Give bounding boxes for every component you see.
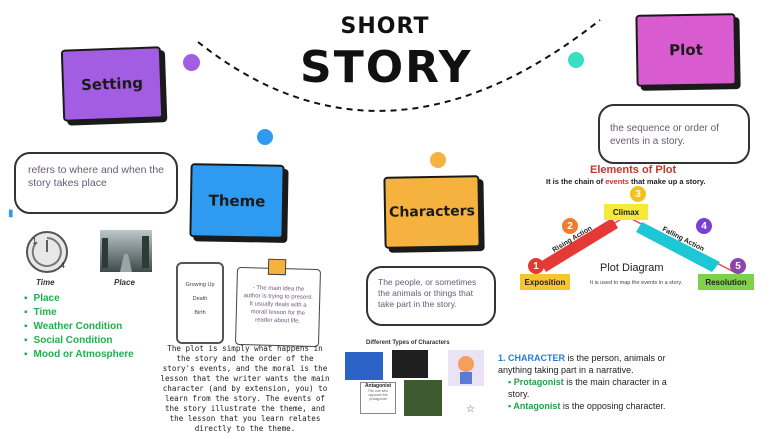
list-item: Mood or Atmosphere [24,348,134,362]
decor-dot-blue [257,129,273,145]
antagonist-card: Antagonist The one who opposes the prota… [360,382,396,414]
svg-text:4: 4 [60,261,65,270]
character-image-1 [345,352,383,380]
star-icon: ☆ [466,404,475,415]
character-image-2 [392,350,428,378]
stage-number-4: 4 [696,218,712,234]
character-image-3 [448,350,484,386]
list-item: Time [24,306,134,320]
phone-item: Birth [194,310,206,316]
decor-dot-teal [568,52,584,68]
protagonist-term: Protagonist [513,377,564,387]
characters-description: 1. CHARACTER is the person, animals or a… [498,353,667,411]
stage-number-2: 2 [562,218,578,234]
character-text: is the person, animals or anything takin… [498,353,666,375]
place-image [100,230,152,272]
antagonist-term: Antagonist [513,401,561,411]
cartoon-character-icon [458,356,474,384]
decor-dot-orange [430,152,446,168]
forest-road-icon [102,236,149,272]
svg-text:1: 1 [32,237,37,246]
characters-definition: The people, or sometimes the animals or … [378,277,477,309]
clock-icon: 4 1 [26,231,68,273]
title-short: SHORT [340,14,430,39]
list-item: Social Condition [24,334,134,348]
title-story: STORY [300,42,473,93]
clock-image: 4 1 [22,230,72,274]
character-term: 1. CHARACTER [498,353,566,363]
place-caption: Place [114,278,135,287]
climax-box: Climax [604,204,648,220]
setting-bullet-list: Place Time Weather Condition Social Cond… [24,292,134,362]
elements-of-plot-title: Elements of Plot [590,164,677,176]
characters-definition-bubble: The people, or sometimes the animals or … [366,266,496,326]
stage-number-5: 5 [730,258,746,274]
stage-number-1: 1 [528,258,544,274]
list-item: Place [24,292,134,306]
character-types-title: Different Types of Characters [366,340,450,346]
plot-definition: the sequence or order of events in a sto… [610,123,719,147]
plot-diagram-title: Plot Diagram [600,262,664,274]
stage-number-3: 3 [630,186,646,202]
exposition-box: Exposition [520,274,570,290]
setting-definition: refers to where and when the story takes… [28,164,164,189]
plot-diagram-subtitle: It is used to map the events in a story. [590,280,683,286]
antagonist-card-text: The one who opposes the protagonist [367,389,389,401]
theme-paragraph: The plot is simply what happens in the s… [160,344,330,433]
phone-item: Death [192,296,208,302]
list-item: Weather Condition [24,320,134,334]
setting-definition-bubble: refers to where and when the story takes… [14,152,178,214]
plot-chain-caption: It is the chain of events that make up a… [546,177,706,186]
plot-definition-bubble: the sequence or order of events in a sto… [598,104,750,164]
antagonist-card-title: Antagonist [364,383,392,389]
phone-item: Growing Up [185,282,215,288]
antagonist-text: is the opposing character. [560,401,666,411]
resolution-box: Resolution [698,274,754,290]
phone-illustration: Growing Up Death Birth [176,262,224,344]
character-image-4 [404,380,442,416]
decor-marks: ▮ [8,208,14,219]
decor-dot-purple [183,54,200,71]
protagonist-text: is the main character in a story. [508,377,667,399]
time-caption: Time [36,278,55,287]
